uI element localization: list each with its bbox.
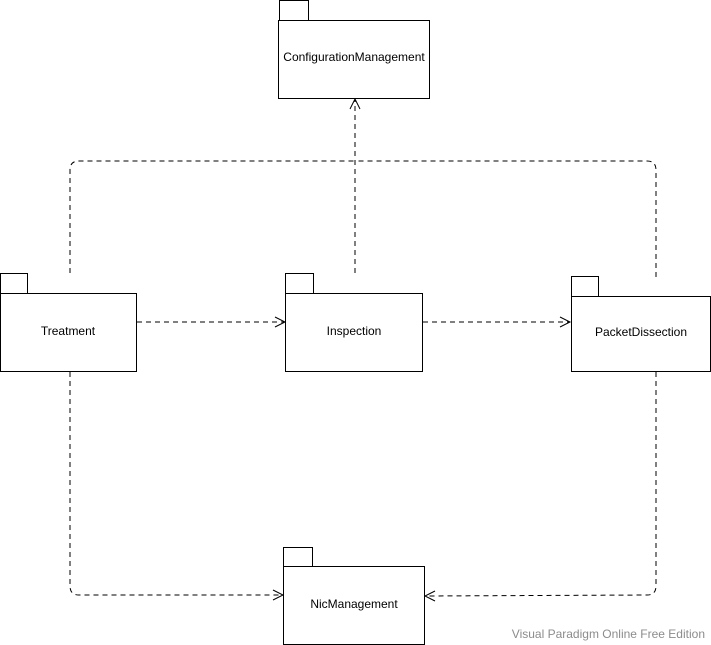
package-packet-dissection[interactable]: PacketDissection (571, 276, 711, 372)
package-nic-management[interactable]: NicManagement (283, 547, 425, 645)
package-tab (285, 273, 314, 294)
package-label: Treatment (41, 324, 96, 338)
package-body (283, 566, 425, 645)
package-label: NicManagement (310, 597, 398, 611)
package-treatment[interactable]: Treatment (0, 273, 137, 372)
package-tab (279, 0, 309, 21)
dependency-packet-dissection-to-configuration-management[interactable] (355, 160, 657, 277)
package-body (285, 293, 423, 372)
watermark: Visual Paradigm Online Free Edition (511, 627, 705, 641)
dependency-treatment-to-nic-management[interactable] (69, 372, 283, 596)
package-label: PacketDissection (595, 325, 687, 339)
package-inspection[interactable]: Inspection (285, 273, 423, 372)
dependency-treatment-to-configuration-management[interactable] (69, 160, 355, 273)
package-tab (283, 547, 313, 567)
package-configuration-management[interactable]: ConfigurationManagement (278, 0, 430, 99)
dependency-packet-dissection-to-nic-management[interactable] (424, 372, 657, 597)
package-label: Inspection (327, 324, 382, 338)
arrowhead-packet-dissection (559, 316, 572, 328)
package-tab (0, 273, 28, 294)
package-tab (571, 276, 599, 297)
package-body (278, 20, 430, 99)
package-body (0, 293, 137, 372)
package-label: ConfigurationManagement (283, 50, 425, 64)
